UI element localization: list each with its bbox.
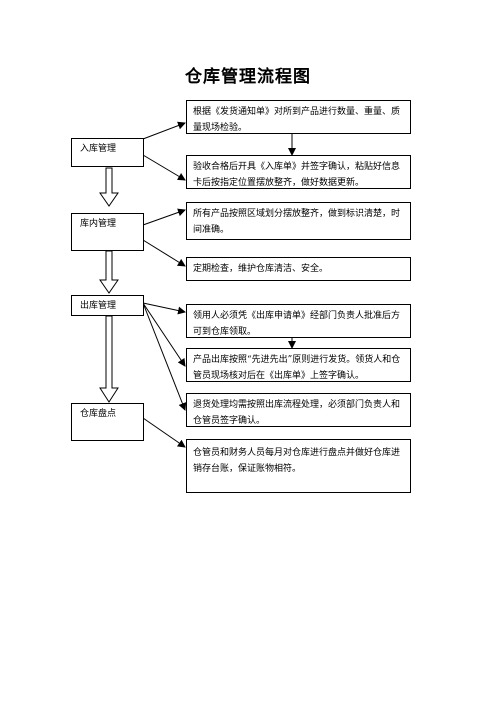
step-inbound-receipt: 验收合格后开具《入库单》并签字确认，粘贴好信息卡后按指定位置摆放整齐，做好数据更… bbox=[186, 155, 411, 189]
category-stocktake: 仓库盘点 bbox=[71, 403, 144, 441]
arrow-stocktake-to-step8 bbox=[142, 417, 186, 448]
arrow-outbound-to-step7 bbox=[142, 302, 187, 411]
step-storage-arrangement: 所有产品按照区域划分摆放整齐，做到标识清楚，时间准确。 bbox=[186, 202, 411, 240]
step-outbound-request: 领用人必须凭《出库申请单》经部门负责人批准后方可到仓库领取。 bbox=[186, 304, 411, 338]
arrow-inbound-to-step1 bbox=[142, 121, 186, 140]
step-stocktake-monthly: 仓管员和财务人员每月对仓库进行盘点并做好仓库进销存台账，保证账物相符。 bbox=[186, 439, 411, 493]
category-storage: 库内管理 bbox=[71, 213, 144, 251]
arrow-outbound-to-step5 bbox=[142, 302, 186, 315]
arrow-storage-to-step4 bbox=[142, 239, 186, 267]
category-inbound: 入库管理 bbox=[71, 138, 144, 167]
step-outbound-fifo: 产品出库按照“先进先出”原则进行发货。领货人和仓管员现场核对后在《出库单》上签字… bbox=[186, 348, 411, 382]
category-outbound: 出库管理 bbox=[71, 295, 144, 316]
arrow-inbound-to-step2 bbox=[142, 154, 186, 181]
arrow-storage-to-step3 bbox=[142, 208, 186, 226]
step-inbound-inspection: 根据《发货通知单》对所到产品进行数量、重量、质量现场检验。 bbox=[186, 100, 411, 134]
hollow-arrow-2 bbox=[99, 250, 119, 294]
step-storage-inspection: 定期检查，维护仓库清洁、安全。 bbox=[186, 257, 411, 281]
step-outbound-returns: 退货处理均需按照出库流程处理，必须部门负责人和仓管员签字确认。 bbox=[186, 393, 411, 427]
hollow-arrow-1 bbox=[99, 167, 119, 207]
arrow-outbound-to-step6 bbox=[142, 302, 186, 367]
page-title: 仓库管理流程图 bbox=[185, 67, 311, 87]
hollow-arrow-3 bbox=[99, 315, 119, 403]
